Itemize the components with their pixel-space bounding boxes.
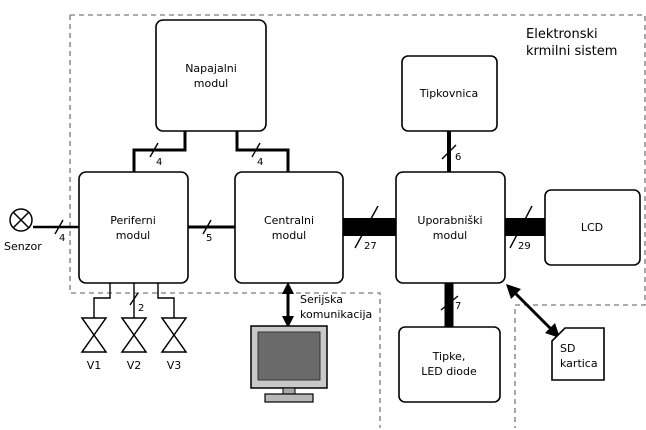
- tipkovnica-module: [401, 55, 498, 132]
- arrowhead-sd-lower: [545, 323, 560, 338]
- uporabniski-module: [395, 171, 506, 284]
- valve-v2-label: V2: [127, 359, 142, 372]
- bus-napajalni-centralni: 4: [257, 157, 263, 168]
- wire-sd: [512, 290, 554, 332]
- centralni-module: [234, 171, 344, 284]
- centralni-label-1: Centralni: [264, 214, 314, 227]
- tick-napajalni-periferni: [149, 142, 159, 158]
- uporabniski-label-2: modul: [433, 229, 467, 242]
- napajalni-label-1: Napajalni: [185, 62, 237, 75]
- napajalni-label-2: modul: [194, 77, 228, 90]
- serijska-label-1: Serijska: [300, 293, 343, 306]
- system-title-line1: Elektronski: [526, 27, 598, 42]
- lcd-label: LCD: [581, 221, 603, 234]
- bus-senzor: 4: [59, 233, 65, 244]
- tick-tipke: [440, 295, 459, 311]
- napajalni-module: [155, 19, 267, 132]
- periferni-module: [78, 171, 189, 284]
- sd-card: [551, 327, 605, 381]
- valve-v1-label: V1: [87, 359, 102, 372]
- bus-tipkovnica: 6: [455, 152, 461, 163]
- sensor-icon: [9, 208, 33, 232]
- bus-centralni-uporabniski: 27: [364, 241, 377, 252]
- bus-uporabniski-lcd: 29: [518, 241, 531, 252]
- senzor-label: Senzor: [4, 240, 42, 253]
- wire-napajalni-centralni: [235, 131, 290, 172]
- arrowhead-sd-upper: [506, 284, 521, 299]
- tick-napajalni-centralni: [251, 142, 261, 158]
- sd-label-1: SD: [560, 342, 575, 355]
- tipkovnica-label: Tipkovnica: [419, 87, 478, 100]
- tipke-module: [398, 326, 501, 403]
- periferni-label-2: modul: [116, 229, 150, 242]
- bus-periferni-centralni: 5: [206, 233, 212, 244]
- arrowhead-serial-lower: [282, 316, 294, 328]
- wire-valve-v3: [157, 283, 175, 318]
- centralni-label-2: modul: [272, 229, 306, 242]
- tick-tipkovnica: [441, 144, 457, 160]
- system-boundary: [69, 14, 646, 428]
- valve-v3-icon: [160, 317, 188, 353]
- wire-napajalni-periferni: [132, 131, 187, 172]
- serijska-label-2: komunikacija: [300, 308, 372, 321]
- bus-valves: 2: [138, 303, 144, 314]
- tick-uporabniski-lcd: [509, 205, 533, 249]
- tick-valves: [129, 292, 139, 306]
- bus-napajalni-periferni: 4: [156, 157, 162, 168]
- tick-periferni-centralni: [202, 219, 212, 235]
- uporabniski-label-1: Uporabniški: [417, 214, 482, 227]
- valve-v3-label: V3: [167, 359, 182, 372]
- tick-senzor: [54, 219, 64, 235]
- wire-valve-v1: [93, 283, 111, 318]
- tipke-label-1: Tipke,: [432, 350, 466, 363]
- arrowhead-serial-upper: [282, 282, 294, 294]
- system-title-line2: krmilni sistem: [526, 44, 617, 59]
- valve-v2-icon: [120, 317, 148, 353]
- tipke-label-2: LED diode: [421, 365, 477, 378]
- tick-centralni-uporabniski: [354, 205, 379, 249]
- monitor-icon: [250, 325, 328, 403]
- valve-v1-icon: [80, 317, 108, 353]
- bus-tipke: 7: [455, 301, 461, 312]
- sd-label-2: kartica: [560, 357, 598, 370]
- periferni-label-1: Periferni: [110, 214, 156, 227]
- lcd-module: [544, 189, 641, 266]
